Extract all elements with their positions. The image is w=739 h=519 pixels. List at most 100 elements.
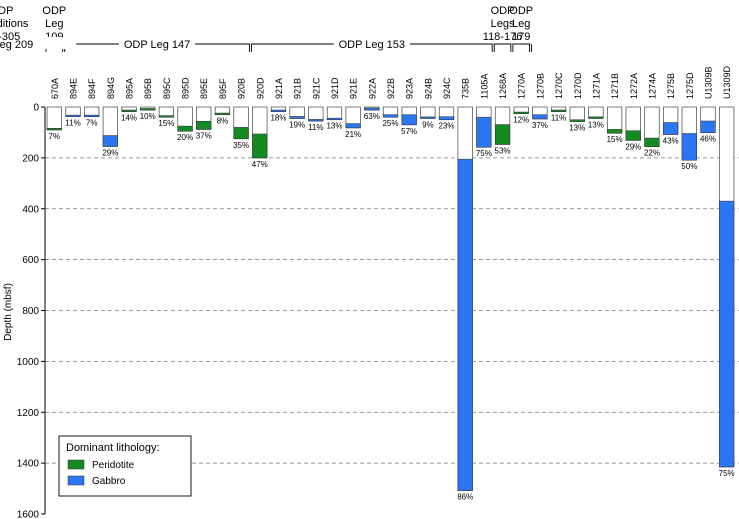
hole-bar-peridotite (625, 130, 641, 141)
recovery-label: 15% (158, 119, 174, 128)
group-label: 118-176 (483, 31, 523, 43)
recovery-label: 37% (532, 121, 548, 130)
recovery-label: 20% (177, 133, 193, 142)
recovery-label: 29% (625, 142, 641, 151)
hole-bar-gabbro (700, 120, 716, 133)
group-label: 304-305 (0, 31, 20, 43)
group-label: ODP Leg 209 (0, 39, 33, 51)
hole-label: 1274A (647, 73, 657, 99)
hole-bar-peridotite (551, 109, 567, 112)
recovery-label: 50% (681, 162, 697, 171)
recovery-label: 46% (700, 135, 716, 144)
hole-label: 670A (50, 78, 60, 99)
hole-label: 924B (423, 78, 433, 99)
group-label: Expeditions (0, 18, 29, 30)
recovery-label: 18% (270, 114, 286, 123)
group-label-bg (333, 37, 410, 49)
hole-bar-peridotite (177, 125, 193, 132)
hole-bars (46, 106, 735, 491)
hole-bar-peridotite (233, 127, 249, 140)
recovery-label: 11% (551, 114, 566, 123)
hole-label: 894E (69, 78, 79, 99)
hole-label: 1271A (591, 73, 601, 99)
hole-bar-gabbro (532, 114, 548, 120)
group-label: Leg (45, 18, 63, 30)
hole-label: 920B (237, 78, 247, 99)
y-tick-label: 1000 (17, 357, 40, 368)
group-bracket (493, 43, 512, 52)
hole-label: 1105A (479, 74, 489, 99)
group-label: ODP Leg 147 (124, 39, 190, 51)
group-bracket (512, 43, 531, 52)
hole-bar-peridotite (46, 128, 62, 131)
recovery-label: 23% (439, 122, 455, 131)
hole-bar-peridotite (569, 119, 585, 122)
hole-label: 895E (199, 78, 209, 99)
recovery-label: 21% (345, 130, 361, 139)
recovery-label: 25% (382, 119, 398, 128)
recovery-label: 9% (422, 120, 434, 129)
group-label: 179 (512, 31, 530, 43)
hole-label: 1270A (517, 73, 527, 99)
recovery-label: 13% (569, 123, 585, 132)
legend-title: Dominant lithology: (66, 442, 160, 454)
y-tick-label: 1200 (17, 408, 40, 419)
hole-bar-gabbro (364, 107, 380, 111)
hole-bar-gabbro (84, 114, 100, 117)
group-label-bg (0, 37, 77, 49)
recovery-label: 13% (326, 122, 342, 131)
recovery-label: 63% (364, 112, 380, 121)
hole-bar-gabbro (457, 158, 473, 491)
recovery-label: 75% (476, 149, 492, 158)
group-label: Leg (512, 18, 530, 30)
hole-bar-gabbro (420, 116, 436, 119)
hole-label: 921C (311, 77, 321, 99)
y-tick-label: 600 (22, 255, 39, 266)
recovery-label: 53% (495, 146, 511, 155)
recovery-label: 75% (719, 469, 735, 478)
recovery-label: 15% (607, 135, 623, 144)
hole-label: 921B (293, 78, 303, 99)
y-axis-title: Depth (mbsf) (3, 283, 14, 341)
hole-bar-outline (308, 106, 324, 122)
hole-bar-gabbro (382, 114, 399, 118)
hole-label: 1270C (554, 72, 564, 99)
hole-bar-peridotite (607, 129, 623, 134)
group-label-bg (118, 37, 196, 49)
recovery-label: 29% (102, 148, 118, 157)
y-tick-label: 800 (22, 306, 39, 317)
y-tick-label: 0 (33, 103, 39, 114)
recovery-label: 43% (663, 136, 679, 145)
recovery-label: 14% (121, 114, 137, 123)
hole-bar-gabbro (681, 133, 697, 161)
hole-label: 921D (330, 77, 340, 99)
hole-bar-gabbro (65, 114, 81, 117)
hole-label: 922A (367, 78, 377, 99)
recovery-label: 19% (289, 120, 305, 129)
recovery-label: 11% (308, 123, 323, 132)
hole-bar-gabbro (476, 116, 492, 148)
hole-label: 895A (125, 78, 135, 99)
hole-label: 920D (255, 77, 265, 99)
hole-label: U1309B (703, 66, 713, 99)
group-label: ODP (491, 5, 515, 17)
recovery-label: 8% (217, 117, 229, 126)
hole-bar-peridotite (121, 109, 137, 112)
hole-label: 895C (162, 77, 172, 99)
hole-label: 894F (87, 78, 97, 99)
recovery-label: 37% (196, 131, 212, 140)
hole-bar-outline (46, 106, 62, 131)
hole-label: 895D (181, 77, 191, 99)
grid-lines (45, 157, 739, 464)
recovery-label: 12% (513, 116, 529, 125)
hole-bar-gabbro (308, 119, 324, 122)
legend-label: Gabbro (92, 476, 126, 487)
hole-bar-gabbro (345, 123, 361, 129)
recovery-label: 11% (65, 119, 80, 128)
recovery-label: 22% (644, 149, 660, 158)
group-label: ODP Leg 153 (339, 39, 405, 51)
hole-bar-gabbro (270, 109, 286, 112)
